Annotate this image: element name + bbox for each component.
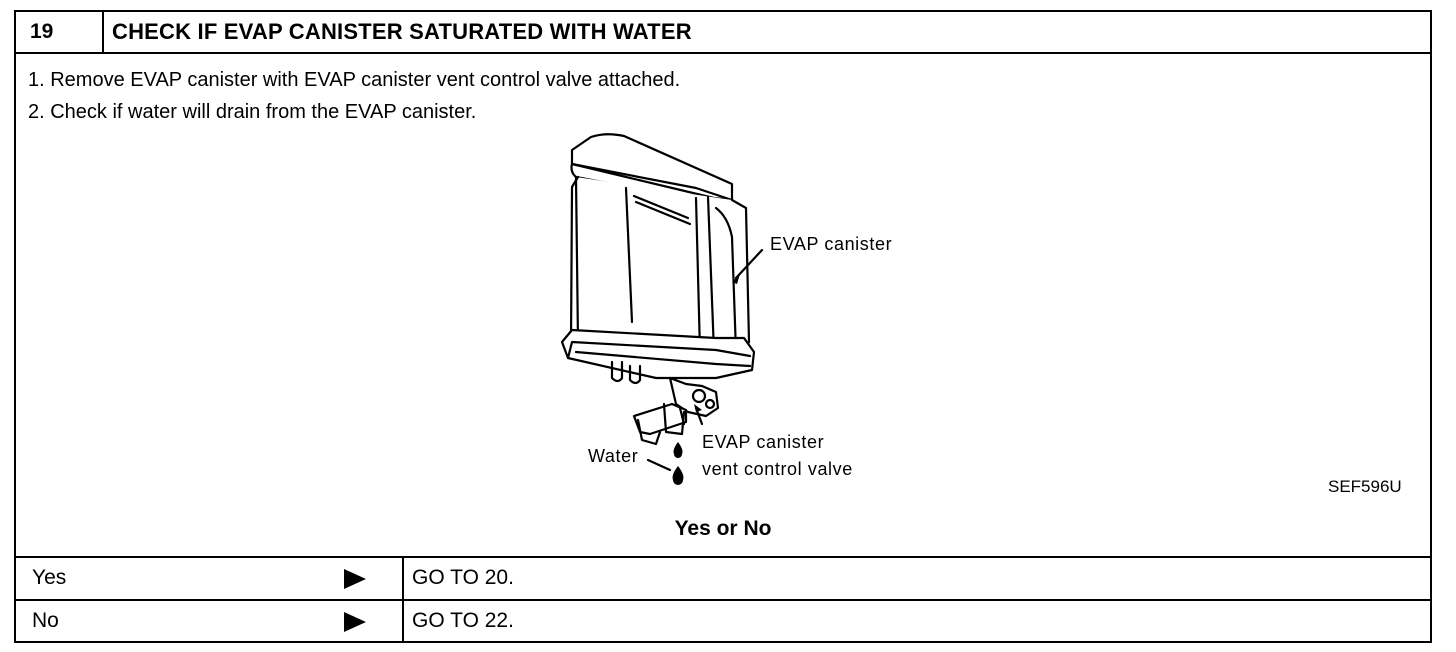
instruction-step-1: 1. Remove EVAP canister with EVAP canist…	[28, 69, 681, 91]
label-vent-valve-line-2: vent control valve	[702, 459, 853, 479]
procedure-header: 19 CHECK IF EVAP CANISTER SATURATED WITH…	[16, 12, 1430, 54]
answer-no: No	[32, 609, 59, 632]
decision-row-yes: Yes GO TO 20.	[16, 556, 1430, 599]
column-divider	[402, 601, 404, 643]
label-evap-canister: EVAP canister	[770, 234, 893, 254]
action-yes: GO TO 20.	[412, 566, 514, 589]
procedure-box: 19 CHECK IF EVAP CANISTER SATURATED WITH…	[14, 10, 1432, 643]
evap-canister-illustration	[560, 133, 764, 485]
figure-code: SEF596U	[1328, 477, 1402, 496]
answer-yes: Yes	[32, 566, 67, 589]
arrow-right-icon	[344, 612, 366, 632]
step-number: 19	[16, 12, 104, 52]
label-water: Water	[588, 446, 639, 466]
column-divider	[402, 558, 404, 599]
instruction-step-2: 2. Check if water will drain from the EV…	[28, 101, 477, 123]
action-no: GO TO 22.	[412, 609, 514, 632]
instruction-list: 1. Remove EVAP canister with EVAP canist…	[28, 64, 680, 128]
step-title: CHECK IF EVAP CANISTER SATURATED WITH WA…	[112, 19, 692, 44]
decision-prompt: Yes or No	[674, 517, 772, 540]
label-vent-valve-line-1: EVAP canister	[702, 432, 825, 452]
decision-row-no: No GO TO 22.	[16, 599, 1430, 643]
arrow-right-icon	[344, 569, 366, 589]
